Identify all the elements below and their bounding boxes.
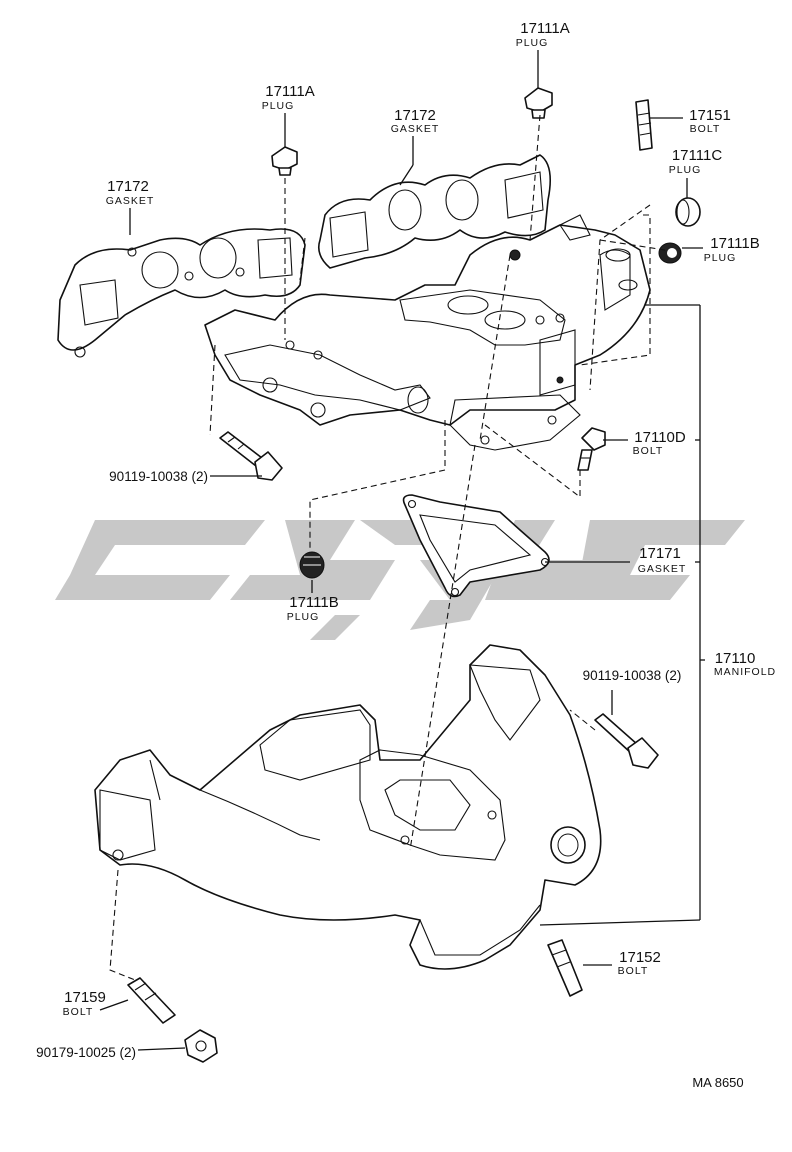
callout-17151: 17151 BOLT: [689, 107, 731, 135]
stud-bolt-17152-icon: [547, 939, 583, 997]
svg-text:PLUG: PLUG: [704, 252, 737, 264]
callout-17111a-left: 17111A PLUG: [262, 83, 315, 112]
svg-text:17151: 17151: [689, 107, 731, 124]
nut-90179-icon: [184, 1029, 218, 1063]
callout-90179: 90179-10025 (2): [36, 1045, 136, 1060]
alignment-lines: [109, 114, 666, 981]
svg-text:MANIFOLD: MANIFOLD: [714, 666, 776, 678]
plug-17111b-left-icon: [299, 551, 325, 579]
svg-text:PLUG: PLUG: [287, 611, 320, 623]
svg-text:17110: 17110: [715, 650, 756, 667]
callout-17111b-left: 17111B PLUG: [287, 594, 339, 623]
svg-text:GASKET: GASKET: [638, 563, 687, 575]
svg-text:BOLT: BOLT: [690, 123, 721, 135]
callout-17110: 17110 MANIFOLD: [714, 650, 776, 678]
svg-text:17152: 17152: [619, 949, 661, 966]
plug-17111a-left-icon: [271, 146, 298, 176]
svg-text:17111B: 17111B: [710, 235, 760, 252]
diagram-code: MA 8650: [692, 1075, 743, 1090]
callout-17159: 17159 BOLT: [63, 989, 106, 1018]
svg-text:90119-10038 (2): 90119-10038 (2): [583, 668, 682, 683]
callout-17111a-top: 17111A PLUG: [516, 20, 570, 49]
callout-17172-left: 17172 GASKET: [106, 178, 155, 207]
bolt-90119-upper-icon: [219, 431, 283, 481]
svg-text:17110D: 17110D: [634, 429, 686, 446]
callout-17152: 17152 BOLT: [618, 949, 661, 977]
bolt-17110d-icon: [577, 427, 606, 471]
stud-bolt-17151-icon: [635, 99, 653, 151]
svg-text:GASKET: GASKET: [391, 123, 440, 135]
exhaust-gasket-middle: [317, 154, 551, 269]
plug-17111a-top-icon: [524, 87, 553, 119]
svg-text:PLUG: PLUG: [262, 100, 295, 112]
svg-text:BOLT: BOLT: [633, 445, 664, 457]
callout-17111b-right: 17111B PLUG: [704, 235, 760, 264]
svg-text:BOLT: BOLT: [63, 1006, 94, 1018]
svg-text:17111A: 17111A: [265, 83, 315, 100]
plug-17111b-right-icon: [658, 242, 682, 264]
svg-text:17111B: 17111B: [289, 594, 339, 611]
callout-90119-upper: 90119-10038 (2): [109, 469, 208, 484]
svg-text:PLUG: PLUG: [669, 164, 702, 176]
watermark-logo: [55, 520, 745, 640]
callout-17110d: 17110D BOLT: [633, 429, 686, 457]
bolt-90119-lower-icon: [594, 713, 659, 769]
svg-text:90119-10038 (2): 90119-10038 (2): [109, 469, 208, 484]
svg-text:BOLT: BOLT: [618, 965, 649, 977]
svg-text:17159: 17159: [64, 989, 106, 1006]
svg-text:17171: 17171: [639, 545, 681, 562]
svg-text:17172: 17172: [107, 178, 149, 195]
svg-text:17111A: 17111A: [520, 20, 570, 37]
callout-17172-mid: 17172 GASKET: [391, 107, 440, 135]
intake-manifold-upper: [204, 214, 651, 451]
callout-17111c: 17111C PLUG: [669, 147, 723, 176]
svg-text:GASKET: GASKET: [106, 195, 155, 207]
leader-lines: [99, 50, 705, 1051]
svg-text:17172: 17172: [394, 107, 436, 124]
callout-90119-lower: 90119-10038 (2): [583, 668, 682, 683]
plug-17111c-icon: [675, 197, 701, 227]
svg-text:90179-10025 (2): 90179-10025 (2): [36, 1045, 136, 1060]
exhaust-manifold-lower: [94, 644, 602, 970]
stud-bolt-17159-icon: [127, 977, 176, 1024]
exhaust-gasket-left: [57, 228, 306, 358]
callout-17171: 17171 GASKET: [638, 545, 687, 575]
svg-text:PLUG: PLUG: [516, 37, 549, 49]
svg-text:17111C: 17111C: [672, 147, 722, 164]
